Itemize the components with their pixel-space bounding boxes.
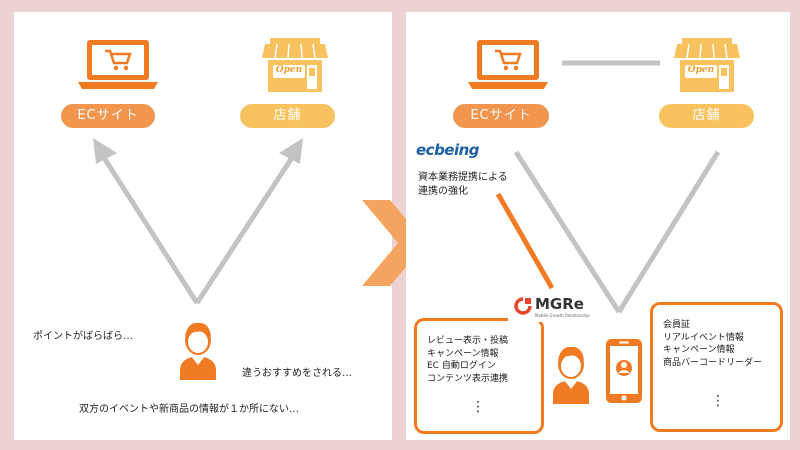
store-features-box: 会員証 リアルイベント情報 キャンペーン情報 商品バーコードリーダー ⋮ (650, 302, 783, 432)
app-features-box: レビュー表示・投稿 キャンペーン情報 EC 自動ログイン コンテンツ表示連携 ⋮ (414, 318, 544, 434)
app-feature-content: コンテンツ表示連携 (427, 373, 509, 384)
app-feature-ec-login: EC 自動ログイン (427, 361, 496, 371)
smartphone-icon (606, 339, 642, 403)
store-feature-event: リアルイベント情報 (663, 332, 744, 343)
person-icon (180, 322, 216, 380)
storefront-icon (674, 38, 740, 92)
laptop-cart-icon (78, 40, 158, 89)
store-sign-text: Open (687, 65, 715, 75)
app-feature-review: レビュー表示・投稿 (427, 336, 509, 346)
ecbeing-logo: ecbeing (416, 141, 480, 159)
store-label: 店舗 (240, 104, 335, 128)
store-features-more: ⋮ (711, 393, 725, 409)
store-feature-campaign: キャンペーン情報 (663, 345, 735, 355)
app-feature-campaign: キャンペーン情報 (427, 348, 499, 359)
storefront-icon (262, 38, 328, 92)
mgre-logo-text: MGRe (535, 295, 584, 313)
store-feature-barcode: 商品バーコードリーダー (663, 357, 763, 368)
complaint-recommend: 違うおすすめをされる… (242, 368, 352, 379)
complaint-info: 双方のイベントや新商品の情報が１か所にない… (79, 404, 299, 415)
before-panel: Open ECサイト 店舗 ポイントがばらばら… 違うおすすめをされる… 双方の… (14, 12, 392, 440)
store-sign-text: Open (275, 65, 303, 75)
after-panel: Open ECサイト 店舗 ecbeing 資本業務提携による 連携の強化 レビ… (406, 12, 790, 440)
diverging-arrows (93, 138, 303, 305)
ec-store-connector (495, 60, 721, 314)
complaint-points: ポイントがばらばら… (33, 331, 133, 342)
alliance-text-line1: 資本業務提携による (418, 172, 508, 183)
ec-site-label: ECサイト (61, 104, 155, 128)
mgre-logo: MGRe Mobile Growth Relationship (508, 292, 596, 322)
ec-site-label: ECサイト (453, 104, 549, 128)
store-label: 店舗 (659, 104, 754, 128)
store-feature-membership: 会員証 (663, 320, 691, 330)
app-features-more: ⋮ (471, 399, 485, 415)
alliance-text-line2: 連携の強化 (418, 186, 468, 197)
person-icon (553, 346, 589, 404)
mgre-tagline: Mobile Growth Relationship (535, 313, 590, 318)
mgre-mark-icon (514, 297, 532, 315)
laptop-cart-icon (468, 40, 548, 89)
